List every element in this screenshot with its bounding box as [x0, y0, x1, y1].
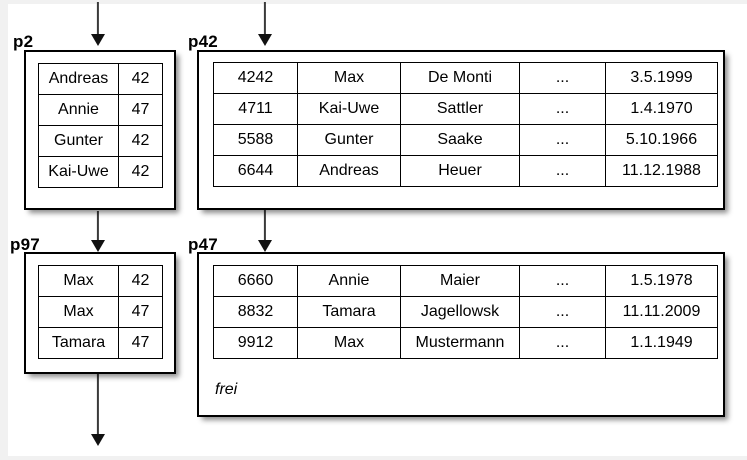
table-row: Max 42: [38, 265, 163, 297]
cell-ellipsis: ...: [519, 296, 606, 328]
table-row: 6644 Andreas Heuer ... 11.12.1988: [213, 155, 718, 187]
cell-lastname: Jagellowsk: [400, 296, 520, 328]
cell-firstname: Annie: [297, 265, 401, 297]
table-row: 8832 Tamara Jagellowsk ... 11.11.2009: [213, 296, 718, 328]
table-row: Kai-Uwe 42: [38, 156, 163, 188]
cell-page: 47: [118, 296, 163, 328]
cell-lastname: Mustermann: [400, 327, 520, 359]
cell-id: 4242: [213, 62, 298, 94]
cell-page: 42: [118, 63, 163, 95]
cell-ellipsis: ...: [519, 62, 606, 94]
cell-page: 42: [118, 156, 163, 188]
cell-name: Tamara: [38, 327, 119, 359]
table-row: Max 47: [38, 296, 163, 328]
record-table-p2: Andreas 42 Annie 47 Gunter 42 Kai-Uwe 42: [38, 63, 163, 188]
page-label-p47: p47: [188, 235, 218, 254]
cell-date: 11.12.1988: [605, 155, 718, 187]
left-margin-strip: [0, 0, 8, 460]
record-table-p97: Max 42 Max 47 Tamara 47: [38, 265, 163, 359]
cell-lastname: De Monti: [400, 62, 520, 94]
cell-firstname: Max: [297, 327, 401, 359]
cell-firstname: Kai-Uwe: [297, 93, 401, 125]
cell-name: Kai-Uwe: [38, 156, 119, 188]
record-table-p42: 4242 Max De Monti ... 3.5.1999 4711 Kai-…: [213, 62, 718, 187]
cell-date: 5.10.1966: [605, 124, 718, 156]
page-label-p97: p97: [10, 235, 40, 254]
cell-name: Annie: [38, 94, 119, 126]
cell-ellipsis: ...: [519, 93, 606, 125]
cell-date: 1.1.1949: [605, 327, 718, 359]
cell-id: 6660: [213, 265, 298, 297]
page-label-p2: p2: [13, 32, 34, 51]
cell-id: 9912: [213, 327, 298, 359]
free-space-label-p47: frei: [215, 381, 238, 398]
cell-ellipsis: ...: [519, 265, 606, 297]
cell-lastname: Heuer: [400, 155, 520, 187]
record-table-p47: 6660 Annie Maier ... 1.5.1978 8832 Tamar…: [213, 265, 718, 359]
table-row: 4242 Max De Monti ... 3.5.1999: [213, 62, 718, 94]
cell-name: Max: [38, 265, 119, 297]
cell-date: 3.5.1999: [605, 62, 718, 94]
table-row: 6660 Annie Maier ... 1.5.1978: [213, 265, 718, 297]
cell-ellipsis: ...: [519, 124, 606, 156]
cell-firstname: Tamara: [297, 296, 401, 328]
cell-page: 47: [118, 94, 163, 126]
table-row: 9912 Max Mustermann ... 1.1.1949: [213, 327, 718, 359]
cell-page: 47: [118, 327, 163, 359]
cell-id: 6644: [213, 155, 298, 187]
table-row: Annie 47: [38, 94, 163, 126]
page-label-p42: p42: [188, 32, 218, 51]
cell-page: 42: [118, 125, 163, 157]
table-row: 4711 Kai-Uwe Sattler ... 1.4.1970: [213, 93, 718, 125]
cell-id: 8832: [213, 296, 298, 328]
cell-name: Andreas: [38, 63, 119, 95]
cell-id: 4711: [213, 93, 298, 125]
cell-date: 1.4.1970: [605, 93, 718, 125]
cell-name: Max: [38, 296, 119, 328]
cell-lastname: Sattler: [400, 93, 520, 125]
cell-firstname: Max: [297, 62, 401, 94]
cell-page: 42: [118, 265, 163, 297]
cell-date: 1.5.1978: [605, 265, 718, 297]
cell-firstname: Gunter: [297, 124, 401, 156]
table-row: Tamara 47: [38, 327, 163, 359]
bottom-margin-strip: [0, 456, 747, 460]
cell-firstname: Andreas: [297, 155, 401, 187]
top-margin-strip: [0, 0, 747, 4]
cell-id: 5588: [213, 124, 298, 156]
table-row: Andreas 42: [38, 63, 163, 95]
cell-name: Gunter: [38, 125, 119, 157]
table-row: Gunter 42: [38, 125, 163, 157]
cell-ellipsis: ...: [519, 327, 606, 359]
cell-ellipsis: ...: [519, 155, 606, 187]
cell-date: 11.11.2009: [605, 296, 718, 328]
table-row: 5588 Gunter Saake ... 5.10.1966: [213, 124, 718, 156]
cell-lastname: Maier: [400, 265, 520, 297]
cell-lastname: Saake: [400, 124, 520, 156]
